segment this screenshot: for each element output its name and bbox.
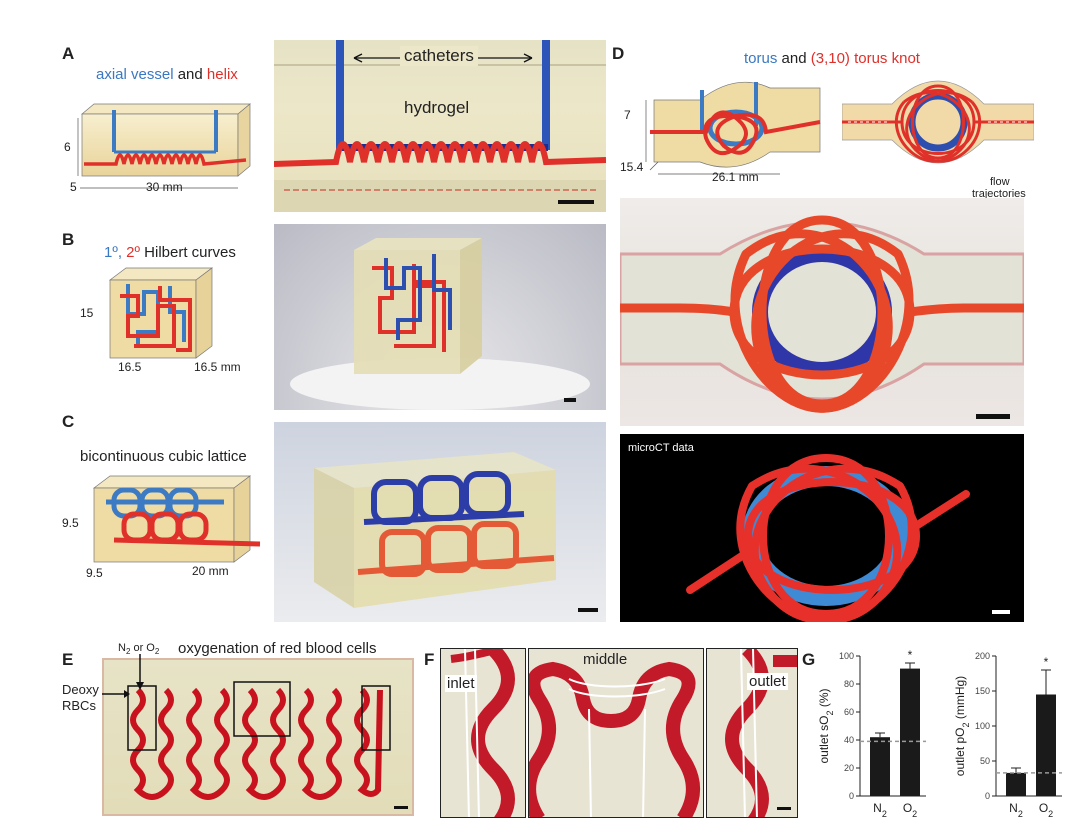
panel-c-photo — [274, 422, 606, 622]
panel-a-title-axial: axial vessel — [96, 66, 174, 83]
chart-2-bar-O2 — [1036, 694, 1056, 796]
panel-label-c: C — [62, 412, 75, 431]
panel-e-title: oxygenation of red blood cells — [178, 640, 377, 657]
panel-d-dim-length: 26.1 mm — [712, 170, 759, 184]
chart-1-ytick-label: 20 — [844, 763, 854, 773]
chart-1-significance: * — [908, 648, 913, 662]
panel-b-dim-length: 16.5 mm — [194, 360, 241, 374]
panel-f-photo-inlet: inlet — [440, 648, 526, 818]
panel-c-dim-depth: 9.5 — [86, 566, 103, 580]
panel-a-hydrogel-label: hydrogel — [404, 98, 470, 117]
chart-outlet-po2: 0 50 100 150 200 outlet pO2 (mmHg) N2 * O2 — [953, 651, 1062, 819]
panel-e-gas-o-sub: 2 — [154, 647, 160, 657]
panel-label-e: E — [62, 650, 74, 669]
panel-d-microct: microCT data — [620, 434, 1024, 622]
chart-2-xtick-label: N2 — [1009, 801, 1023, 819]
panel-e-gas-n: N — [118, 642, 126, 654]
panel-f-photo-outlet: outlet — [706, 648, 798, 818]
panel-b-schematic — [108, 267, 214, 359]
panel-b-dim-depth: 16.5 — [118, 360, 142, 374]
panel-c-title: bicontinuous cubic lattice — [80, 448, 247, 465]
panel-c-dim-length: 20 mm — [192, 564, 229, 578]
panel-d-flow-label-2: trajectories — [972, 188, 1026, 200]
chart-2-xtick-label: O2 — [1039, 801, 1053, 819]
chart-2-ylabel-text: outlet pO2 (mmHg) — [953, 676, 971, 776]
panel-f-inlet-label: inlet — [445, 675, 477, 692]
panel-b-title-2: 2º — [126, 244, 140, 261]
panel-d-photo — [620, 198, 1024, 426]
chart-1-ytick-label: 0 — [849, 791, 854, 801]
panel-b-dim-height: 15 — [80, 306, 94, 320]
panel-e-deoxy-2: RBCs — [62, 698, 96, 713]
panel-e-arrows — [102, 654, 144, 698]
chart-1-ylabel: outlet sO2 (%) — [817, 688, 835, 763]
panel-e-deoxy-1: Deoxy — [62, 682, 99, 697]
panel-b-photo — [274, 224, 606, 410]
panel-a-title-and: and — [177, 66, 203, 83]
panel-d-title-and: and — [781, 50, 807, 67]
chart-1-ytick-label: 40 — [844, 735, 854, 745]
panel-label-b: B — [62, 230, 75, 249]
panel-a-title-helix: helix — [206, 66, 238, 83]
chart-2-ytick-label: 50 — [980, 756, 990, 766]
panel-d-dim-height: 7 — [624, 108, 631, 122]
panel-f-photo-middle: middle — [528, 648, 704, 818]
panel-e-gas-label: N2 or O2 — [118, 642, 159, 656]
panel-label-a: A — [62, 44, 75, 63]
chart-2-bar-N2 — [1006, 772, 1026, 796]
panel-d-flow-label-1: flow — [990, 176, 1010, 188]
panel-e-gas-n-sub: 2 — [125, 647, 131, 657]
chart-1-ytick-label: 80 — [844, 679, 854, 689]
panel-c-schematic — [92, 475, 261, 563]
panel-a-dim-length: 30 mm — [146, 180, 183, 194]
panel-a-dim-height: 6 — [64, 140, 71, 154]
panel-d-knot-diagram — [842, 80, 1034, 164]
panel-label-d: D — [612, 44, 625, 63]
chart-1-ytick-label: 60 — [844, 707, 854, 717]
panel-b-title-rest: Hilbert curves — [144, 244, 236, 261]
panel-d-title-torus: torus — [744, 50, 778, 67]
chart-outlet-so2: 0 20 40 60 80 100 outlet sO2 (%) N2 * O2 — [817, 648, 926, 819]
panel-d-microct-label: microCT data — [628, 442, 694, 454]
chart-2-ylabel: outlet pO2 (mmHg) — [953, 676, 971, 776]
chart-2-significance: * — [1044, 655, 1049, 669]
panel-label-g: G — [802, 650, 816, 669]
chart-1-xtick-label: O2 — [903, 801, 917, 819]
panel-f-middle-label: middle — [583, 651, 628, 668]
panel-d-title-knot: (3,10) torus knot — [810, 50, 920, 67]
chart-1-xtick-label: N2 — [873, 801, 887, 819]
chart-2-ytick-label: 100 — [975, 721, 990, 731]
chart-2-ytick-label: 0 — [985, 791, 990, 801]
panel-f-outlet-label: outlet — [747, 673, 788, 690]
chart-2-ytick-label: 200 — [975, 651, 990, 661]
panel-d-schematic — [645, 81, 821, 175]
panel-d-dim-depth: 15.4 — [620, 160, 644, 174]
chart-1-ytick-label: 100 — [839, 651, 854, 661]
panel-e-photo — [102, 658, 414, 816]
panel-c-dim-height: 9.5 — [62, 516, 79, 530]
chart-1-bar-O2 — [900, 668, 920, 796]
chart-2-ytick-label: 150 — [975, 686, 990, 696]
chart-1-bar-N2 — [870, 737, 890, 796]
panel-a-photo: catheters hydrogel — [274, 40, 606, 212]
panel-e-gas-or-o: or O — [130, 642, 155, 654]
panel-a-title: axial vessel and helix — [96, 66, 238, 83]
panel-label-f: F — [424, 650, 435, 669]
panel-a-schematic — [77, 103, 251, 189]
panel-a-dim-depth: 5 — [70, 180, 77, 194]
panel-a-catheters-label: catheters — [400, 46, 478, 66]
panel-b-title: 1º, 2º Hilbert curves — [104, 244, 236, 261]
panel-d-title: torus and (3,10) torus knot — [744, 50, 920, 67]
panel-b-title-1: 1º, — [104, 244, 122, 261]
chart-1-ylabel-text: outlet sO2 (%) — [817, 688, 835, 763]
